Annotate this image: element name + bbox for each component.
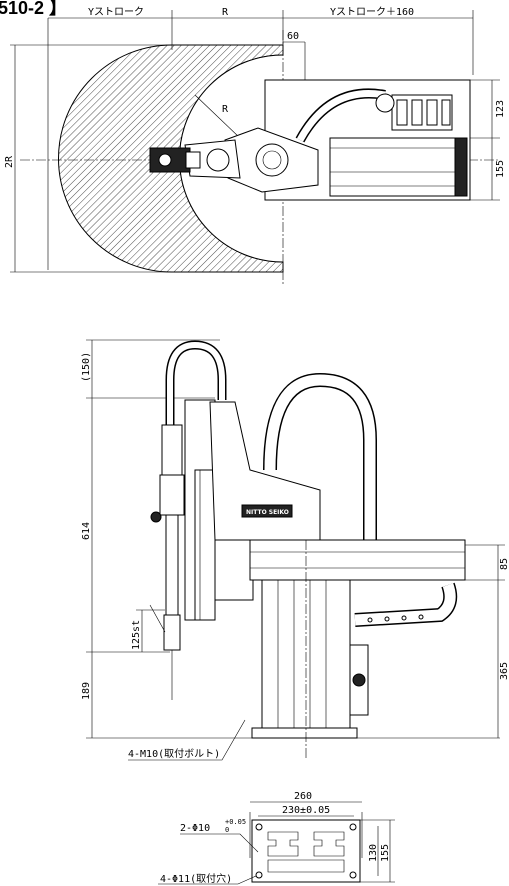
head-clamp bbox=[185, 151, 201, 169]
mount-hole-tl bbox=[255, 823, 263, 831]
screwdriver-shaft-housing bbox=[165, 514, 179, 616]
cable-left-inner bbox=[167, 341, 225, 430]
screwdriver-knob bbox=[150, 511, 162, 523]
screwdriver-motor bbox=[161, 424, 183, 476]
top-view: Yストローク R Yストローク＋160 60 2R R bbox=[4, 6, 506, 285]
rail-end-cap bbox=[454, 137, 468, 197]
chain-link-1 bbox=[396, 99, 408, 126]
arm-joint-2-inner bbox=[262, 150, 282, 170]
m10-leader bbox=[128, 719, 246, 761]
chain-pin-2 bbox=[384, 616, 390, 622]
note-hole: 2-Φ10 bbox=[180, 823, 210, 834]
note-m10: 4-M10(取付ボルト) bbox=[128, 747, 220, 760]
dim-130-base: 130 bbox=[368, 844, 379, 862]
chain-pin-1 bbox=[367, 617, 373, 623]
profile-left bbox=[267, 831, 299, 857]
arm-joint-1 bbox=[206, 148, 230, 172]
drawing-title: 510-2 】 bbox=[0, 0, 67, 18]
mount-hole-tr bbox=[349, 823, 357, 831]
mount-hole-br bbox=[349, 871, 357, 879]
dim-60: 60 bbox=[287, 31, 299, 42]
arm-joint-2 bbox=[255, 143, 289, 177]
dim-85: 85 bbox=[499, 558, 509, 570]
brand-logo: NITTO SEIKO bbox=[246, 509, 289, 516]
base-plate bbox=[251, 727, 358, 739]
side-view: (150) 614 189 125st NITTO SEIKO bbox=[81, 339, 509, 761]
screwdriver-body bbox=[159, 474, 185, 516]
screwdriver-nose bbox=[163, 614, 181, 651]
y-axis-rail bbox=[249, 539, 466, 581]
note-hole-tol-top: +0.05 bbox=[225, 818, 246, 826]
dim-230: 230±0.05 bbox=[282, 805, 330, 816]
chain-pin-4 bbox=[418, 614, 424, 620]
chain-link-3 bbox=[426, 99, 438, 126]
dim-150: (150) bbox=[81, 352, 92, 382]
mount-note-leader bbox=[158, 875, 257, 885]
dim-189: 189 bbox=[81, 682, 92, 700]
dim-123: 123 bbox=[495, 100, 506, 118]
dim-155: 155 bbox=[495, 160, 506, 178]
note-mount: 4-Φ11(取付穴) bbox=[160, 872, 232, 885]
cable-right-inner bbox=[264, 374, 376, 545]
dim-155-base: 155 bbox=[380, 844, 391, 862]
screwdriver-spindle bbox=[158, 153, 172, 167]
profile-right bbox=[313, 831, 345, 857]
dim-2r: 2R bbox=[4, 155, 15, 168]
base-plate-outline bbox=[251, 819, 361, 883]
chain-pin-3 bbox=[401, 615, 407, 621]
dim-260: 260 bbox=[294, 791, 312, 802]
side-chain-inner bbox=[354, 583, 456, 626]
note-hole-tol-bottom: 0 bbox=[225, 826, 229, 834]
hole-note-leader bbox=[180, 833, 259, 853]
dim-radius: R bbox=[222, 104, 229, 115]
cable-hose-inner bbox=[296, 90, 386, 142]
radius-leader bbox=[194, 94, 241, 139]
dim-614: 614 bbox=[81, 522, 92, 540]
z-axis-slide bbox=[194, 469, 216, 621]
regulator-gauge bbox=[352, 673, 366, 687]
base-view: 260 230±0.05 130 155 2-Φ10 +0.05 0 4-Φ11… bbox=[158, 791, 395, 885]
brand-plate bbox=[241, 504, 293, 518]
dim-125st: 125st bbox=[131, 620, 142, 650]
dim-y-stroke-plus: Yストローク＋160 bbox=[330, 6, 414, 18]
mount-hole-bl bbox=[255, 871, 263, 879]
dim-365: 365 bbox=[499, 662, 509, 680]
bit-guide bbox=[149, 604, 166, 633]
dim-r: R bbox=[222, 7, 229, 18]
chain-link-2 bbox=[411, 99, 423, 126]
motor-box bbox=[214, 539, 254, 601]
profile-bottom bbox=[267, 859, 345, 873]
cable-joint bbox=[375, 93, 395, 113]
chain-link-4 bbox=[441, 99, 451, 126]
dim-y-stroke: Yストローク bbox=[88, 6, 144, 18]
rail-cover bbox=[329, 137, 461, 197]
arm-housing bbox=[209, 401, 321, 541]
